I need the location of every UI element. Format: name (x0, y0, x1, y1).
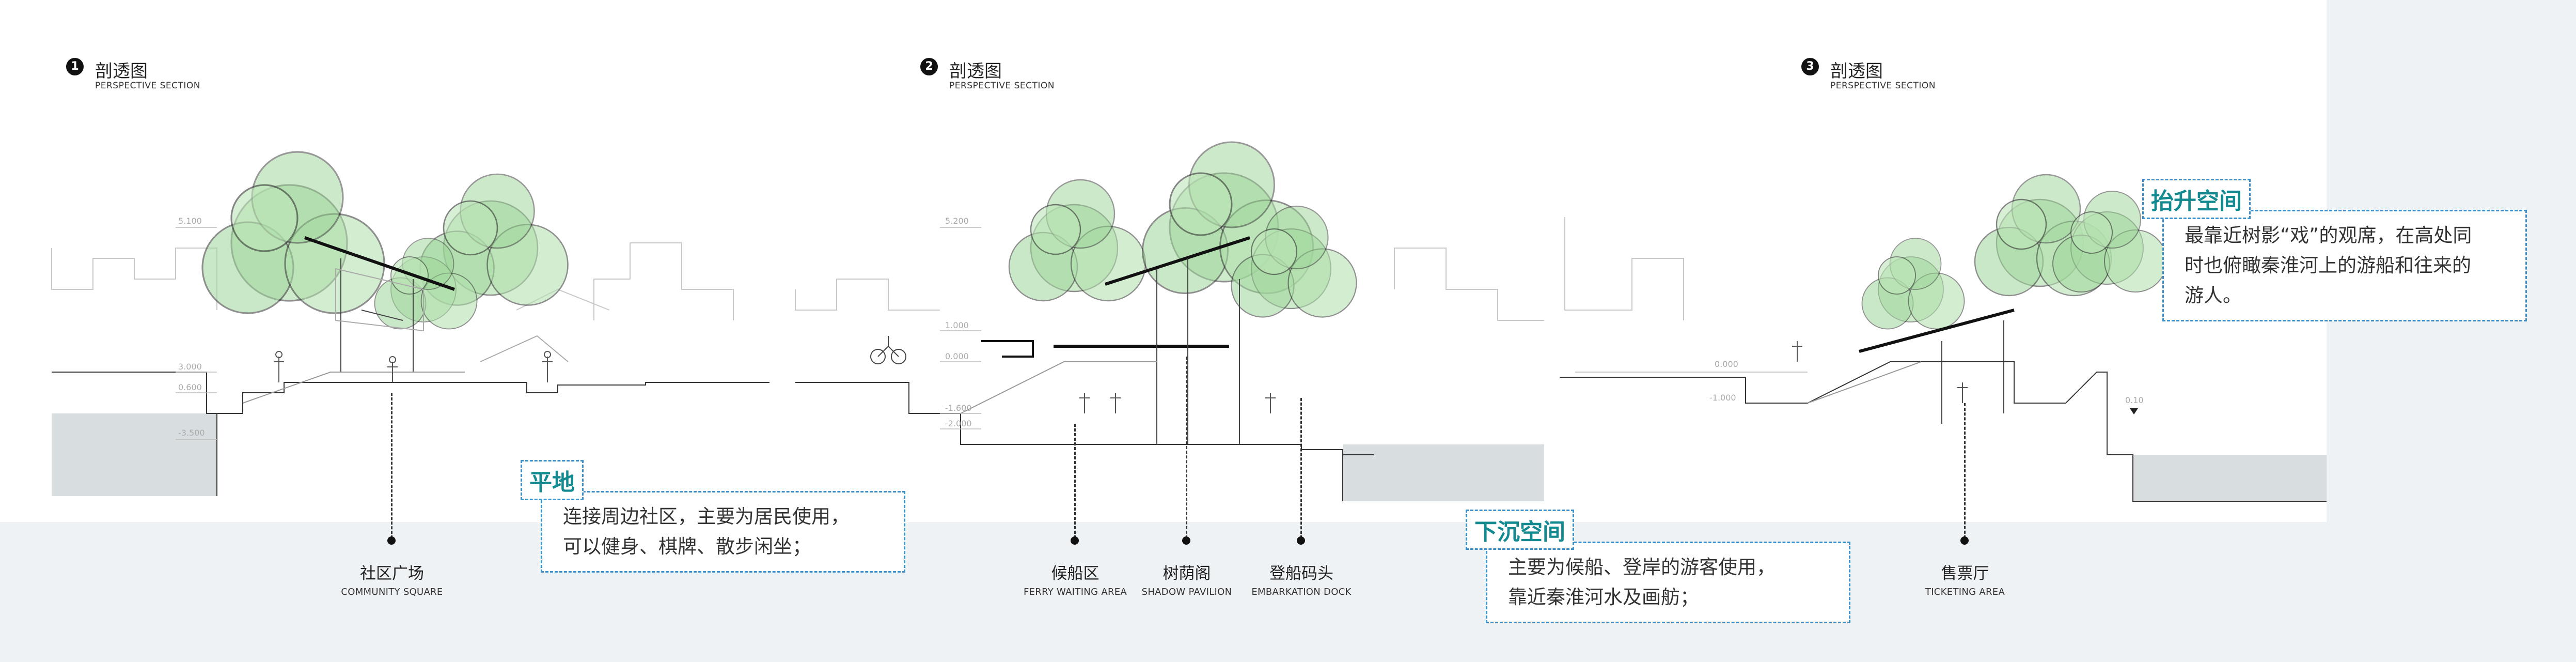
note-line: 连接周边社区，主要为居民使用， (563, 505, 850, 528)
elevation-label: -2.000 (945, 419, 972, 428)
note-line: 主要为候船、登岸的游客使用， (1508, 556, 1776, 578)
area-label-zh: 候船区 (1051, 564, 1099, 583)
area-label-en: SHADOW PAVILION (1141, 587, 1232, 597)
area-label-embarkation-dock: 登船码头 EMBARKATION DOCK (1251, 560, 1351, 597)
elevation-label: 0.600 (178, 382, 202, 392)
elevation-label: -1.600 (945, 403, 972, 413)
leader-line (1964, 403, 1966, 538)
note-line: 最靠近树影“戏”的观席，在高处同 (2185, 224, 2472, 247)
section-title-en: PERSPECTIVE SECTION (1830, 81, 1936, 91)
tree-icon (201, 151, 385, 314)
note-tag-sunken: 下沉空间 (1466, 510, 1574, 550)
leader-dot (1960, 536, 1969, 545)
note-box-sunken: 主要为候船、登岸的游客使用， 靠近秦淮河水及画舫； (1486, 542, 1850, 623)
area-label-ferry-waiting: 候船区 FERRY WAITING AREA (1024, 560, 1127, 597)
note-line: 可以健身、棋牌、散步闲坐； (563, 535, 811, 558)
area-label-ticketing: 售票厅 TICKETING AREA (1925, 560, 2005, 597)
elevation-label: -1.000 (1709, 393, 1736, 403)
leader-dot (1297, 536, 1305, 545)
note-tag-raised: 抬升空间 (2142, 179, 2251, 219)
leader-dot (387, 536, 396, 545)
section-title-en: PERSPECTIVE SECTION (95, 81, 201, 91)
note-tag-flat: 平地 (521, 460, 584, 500)
elevation-label: -3.500 (178, 428, 205, 438)
elevation-label: 5.100 (178, 216, 202, 226)
section-title-en: PERSPECTIVE SECTION (949, 81, 1055, 91)
section-title-zh: 剖透图 (949, 61, 1002, 82)
area-label-en: FERRY WAITING AREA (1023, 587, 1127, 597)
elevation-label: 0.000 (1715, 359, 1738, 369)
tree-icon (1008, 179, 1146, 302)
area-label-zh: 社区广场 (360, 564, 424, 583)
section-title-zh: 剖透图 (1830, 61, 1883, 82)
area-label-zh: 售票厅 (1941, 564, 1989, 583)
leader-line (1186, 357, 1187, 538)
area-label-en: EMBARKATION DOCK (1251, 587, 1352, 597)
section-2-drawing (795, 141, 1544, 501)
section-number-badge: 3 (1801, 58, 1819, 75)
area-label-shadow-pavilion: 树荫阁 SHADOW PAVILION (1142, 560, 1232, 597)
elevation-label: 3.000 (178, 362, 202, 372)
leader-line (391, 393, 392, 538)
section-3-drawing (1560, 174, 2327, 502)
area-label-zh: 登船码头 (1269, 564, 1333, 583)
bicycle-icon (870, 336, 906, 364)
note-line: 时也俯瞰秦淮河上的游船和往来的 (2185, 254, 2471, 276)
area-label-en: COMMUNITY SQUARE (341, 587, 443, 597)
note-line: 靠近秦淮河水及画舫； (1508, 586, 1699, 608)
area-label-zh: 树荫阁 (1163, 564, 1211, 583)
section-title-zh: 剖透图 (95, 61, 148, 82)
area-label-community-square: 社区广场 COMMUNITY SQUARE (341, 560, 443, 597)
note-box-flat: 连接周边社区，主要为居民使用， 可以健身、棋牌、散步闲坐； (541, 491, 905, 573)
elevation-label: 1.000 (945, 320, 969, 330)
leader-dot (1182, 536, 1190, 545)
elevation-label: 5.200 (945, 216, 969, 226)
elevation-label: 0.10 (2125, 395, 2144, 405)
section-1-drawing (51, 151, 769, 496)
elevation-label: 0.000 (945, 351, 969, 361)
note-box-raised: 最靠近树影“戏”的观席，在高处同 时也俯瞰秦淮河上的游船和往来的 游人。 (2162, 210, 2527, 321)
note-line: 游人。 (2185, 284, 2242, 306)
tree-icon (1861, 238, 1965, 330)
leader-line (1300, 398, 1302, 538)
section-number-badge: 2 (920, 58, 938, 75)
leader-line (1074, 424, 1076, 538)
section-number-badge: 1 (66, 58, 84, 75)
leader-dot (1071, 536, 1079, 545)
area-label-en: TICKETING AREA (1925, 587, 2005, 597)
